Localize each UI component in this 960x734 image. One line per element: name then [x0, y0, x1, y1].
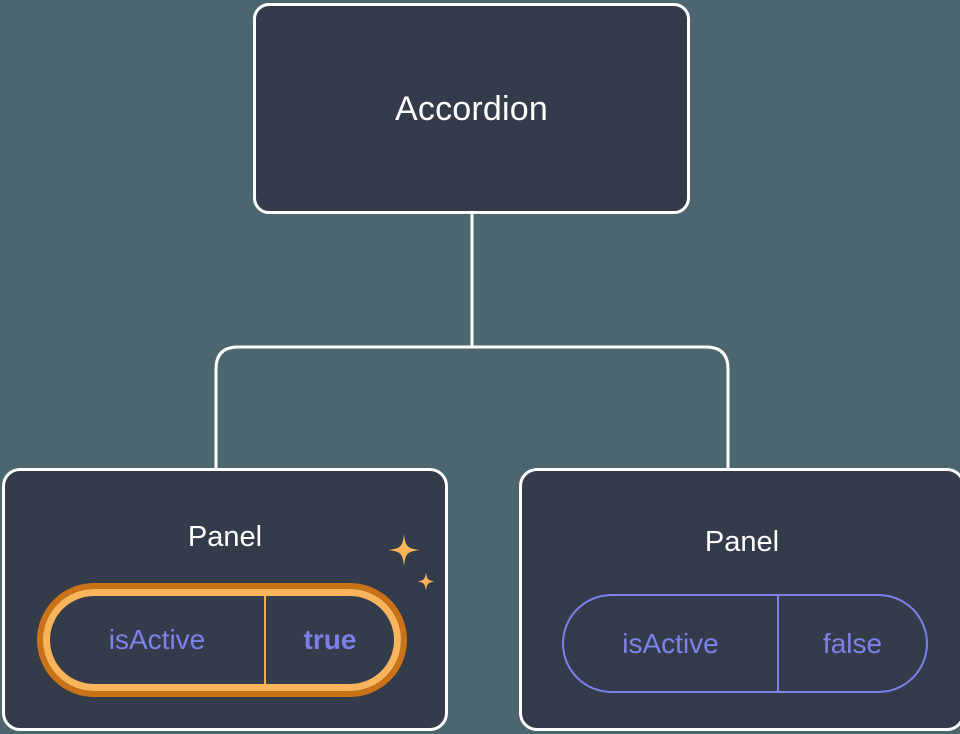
prop-pill-inner-ring: isActive true [43, 589, 401, 691]
connector-branch-left [214, 345, 472, 468]
prop-pill-isactive-false[interactable]: isActive false [562, 594, 928, 693]
node-accordion[interactable]: Accordion [253, 3, 690, 214]
node-panel-inactive[interactable]: Panel isActive false [519, 468, 960, 731]
node-panel-active-title: Panel [187, 521, 263, 553]
prop-key-isactive: isActive [50, 596, 266, 684]
prop-pill-isactive-true[interactable]: isActive true [37, 583, 407, 697]
prop-key-isactive: isActive [564, 596, 779, 691]
node-panel-active[interactable]: Panel isActive true [2, 468, 448, 731]
node-panel-inactive-title: Panel [704, 526, 780, 558]
prop-value-true: true [303, 624, 357, 655]
connector-branch-right [472, 345, 730, 468]
node-accordion-title: Accordion [395, 89, 548, 128]
prop-value-false: false [822, 627, 883, 659]
